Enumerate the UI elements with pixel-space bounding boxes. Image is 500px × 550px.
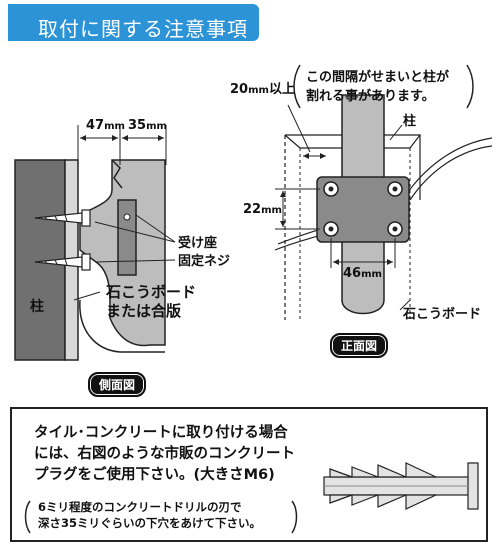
notice-line-2: には、右図のような市販のコンクリート [34,446,295,462]
note-line2: 割れる事があります。 [306,89,435,104]
dim-22: 22mm [243,202,282,217]
notice-main: タイル･コンクリートに取り付ける場合 には、右図のような市販のコンクリート プラ… [34,423,295,486]
dim-20: 20mm以上 [230,82,295,97]
label-board-line2: または合版 [106,302,182,320]
dim-46: 46mm [343,266,382,281]
page-title: 取付に関する注意事項 [38,17,248,41]
notice-sub-line-2: 深さ35ミリぐらいの下穴をあけて下さい。 [38,516,262,530]
dim-47: 47mm [86,118,125,133]
label-front-board: 石こうボード [403,307,482,322]
label-receiver: 受け座 [178,236,218,251]
label-side-pillar: 柱 [30,299,44,315]
dim-35: 35mm [128,118,167,133]
side-screw-upper [34,209,91,227]
notice-box: タイル･コンクリートに取り付ける場合 には、右図のような市販のコンクリート プラ… [10,407,488,542]
side-receiver-plate [117,199,137,276]
front-plate [316,176,410,243]
notice-sub-line-1: 6ミリ程度のコンクリートドリルの刃で [38,500,242,514]
caption-side-view: 側面図 [88,372,147,397]
notice-line-3: プラグをご使用下さい。(大きさM6) [34,467,275,483]
label-board-line1: 石こうボード [106,283,197,301]
label-screw: 固定ネジ [178,254,231,269]
notice-line-1: タイル･コンクリートに取り付ける場合 [34,425,288,441]
label-front-pillar: 柱 [403,114,417,129]
title-banner: 取付に関する注意事項 [8,4,259,41]
caption-front-view: 正面図 [330,333,389,358]
concrete-plug-illustration [24,462,479,534]
notice-sub: 6ミリ程度のコンクリートドリルの刃で 深さ35ミリぐらいの下穴をあけて下さい。 [38,499,261,531]
note-line1: この間隔がせまいと柱が [306,70,450,85]
front-bolts [323,181,403,237]
side-screw-lower [34,253,91,271]
